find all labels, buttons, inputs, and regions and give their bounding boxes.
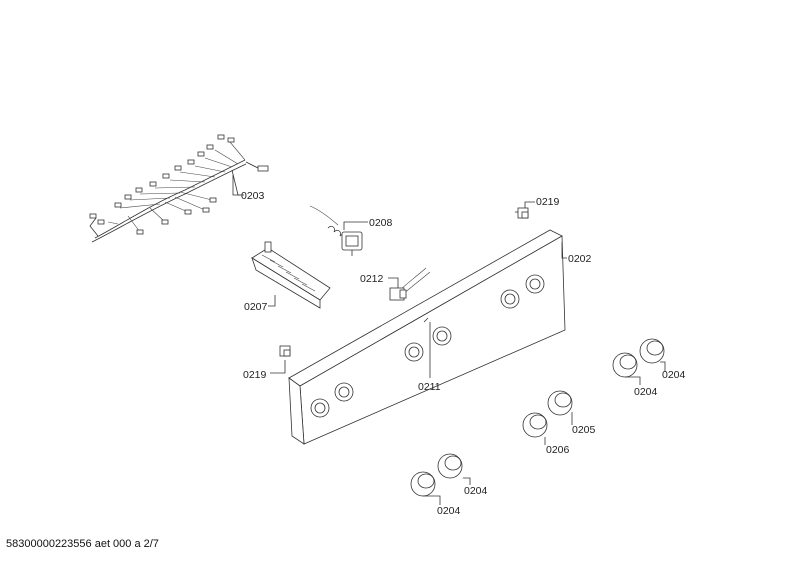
- part-labels: 0203 0208 0219 0202 0212 0207 0219 0211 …: [241, 190, 686, 517]
- document-footer-id: 58300000223556 aet 000 a 2/7: [6, 538, 159, 550]
- knob-0204-top-right-a: [612, 352, 638, 378]
- label-0204-d: 0204: [437, 505, 461, 517]
- thermostat-part: [309, 205, 363, 256]
- label-0205: 0205: [572, 424, 596, 436]
- label-0204-c: 0204: [464, 485, 488, 497]
- clip-part-top: [515, 207, 529, 219]
- label-0211: 0211: [418, 381, 441, 393]
- leader-lines: [232, 175, 666, 505]
- label-0204-a: 0204: [634, 386, 658, 398]
- knob-0204-bottom-b: [437, 453, 463, 479]
- knob-0204-bottom-a: [410, 471, 436, 497]
- label-0202: 0202: [568, 253, 592, 265]
- label-0219-top: 0219: [536, 196, 560, 208]
- knob-0204-top-right-b: [639, 338, 665, 364]
- clip-part-left: [279, 345, 291, 357]
- label-0203: 0203: [241, 190, 265, 202]
- wiring-harness: [89, 134, 269, 243]
- label-0219-left: 0219: [243, 369, 267, 381]
- label-0204-b: 0204: [662, 369, 686, 381]
- control-panel: [288, 229, 566, 445]
- knob-group: [410, 338, 665, 497]
- electronic-module: [251, 241, 331, 309]
- label-0207: 0207: [244, 301, 268, 313]
- label-0208: 0208: [369, 217, 393, 229]
- label-0212: 0212: [360, 273, 384, 285]
- label-0206: 0206: [546, 444, 570, 456]
- knob-0205: [547, 390, 573, 416]
- knob-0206: [522, 412, 548, 438]
- sensor-part: [389, 267, 431, 301]
